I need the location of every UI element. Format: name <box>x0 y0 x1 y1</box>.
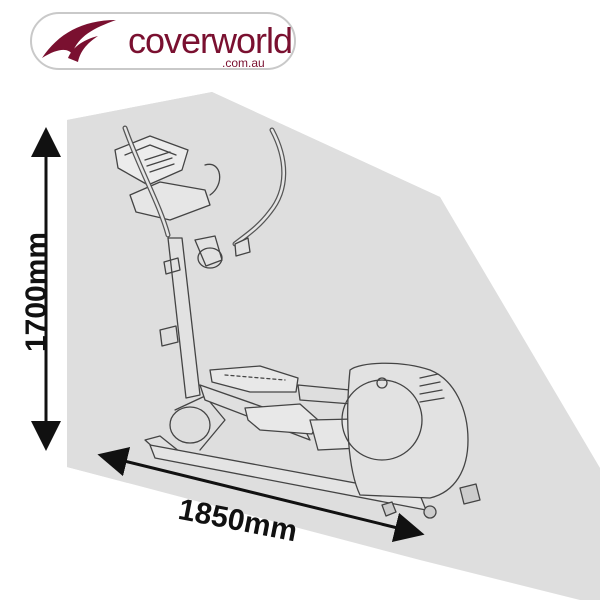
brand-logo[interactable]: coverworld .com.au <box>30 12 296 70</box>
logo-swoosh-icon <box>42 20 116 62</box>
logo-domain-text: .com.au <box>222 56 265 70</box>
width-arrow <box>97 446 425 543</box>
height-dimension-label: 1700mm <box>20 231 53 352</box>
logo-brand-text: coverworld <box>128 20 293 61</box>
